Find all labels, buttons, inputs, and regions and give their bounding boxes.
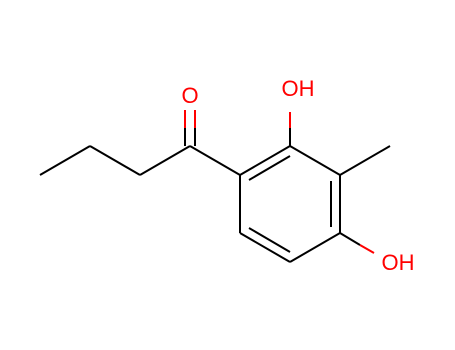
bond-ch2-ch2 [89,145,141,176]
ring-bond-c1-c2-inner [248,155,291,181]
bond-ch2-carbonyl [139,145,191,176]
ring-bond-c2-c3 [289,145,341,176]
hydroxyl-right-label: OH [382,250,415,275]
bond-c3-methyl [339,145,391,176]
carbonyl-oxygen-label: O [181,83,198,108]
bond-carbonyl-ring [189,145,241,176]
bond-c4-oh-o [359,244,375,254]
ring-bond-c4-c5 [289,232,341,263]
ring-bond-c5-c6-inner [248,227,291,253]
ring-bond-c5-c6 [239,232,291,263]
bond-ch3-ch2 [39,145,91,176]
ring-bond-c1-c2 [239,145,291,176]
hydroxyl-top-label: OH [282,76,315,101]
bond-c4-oh [339,232,361,246]
